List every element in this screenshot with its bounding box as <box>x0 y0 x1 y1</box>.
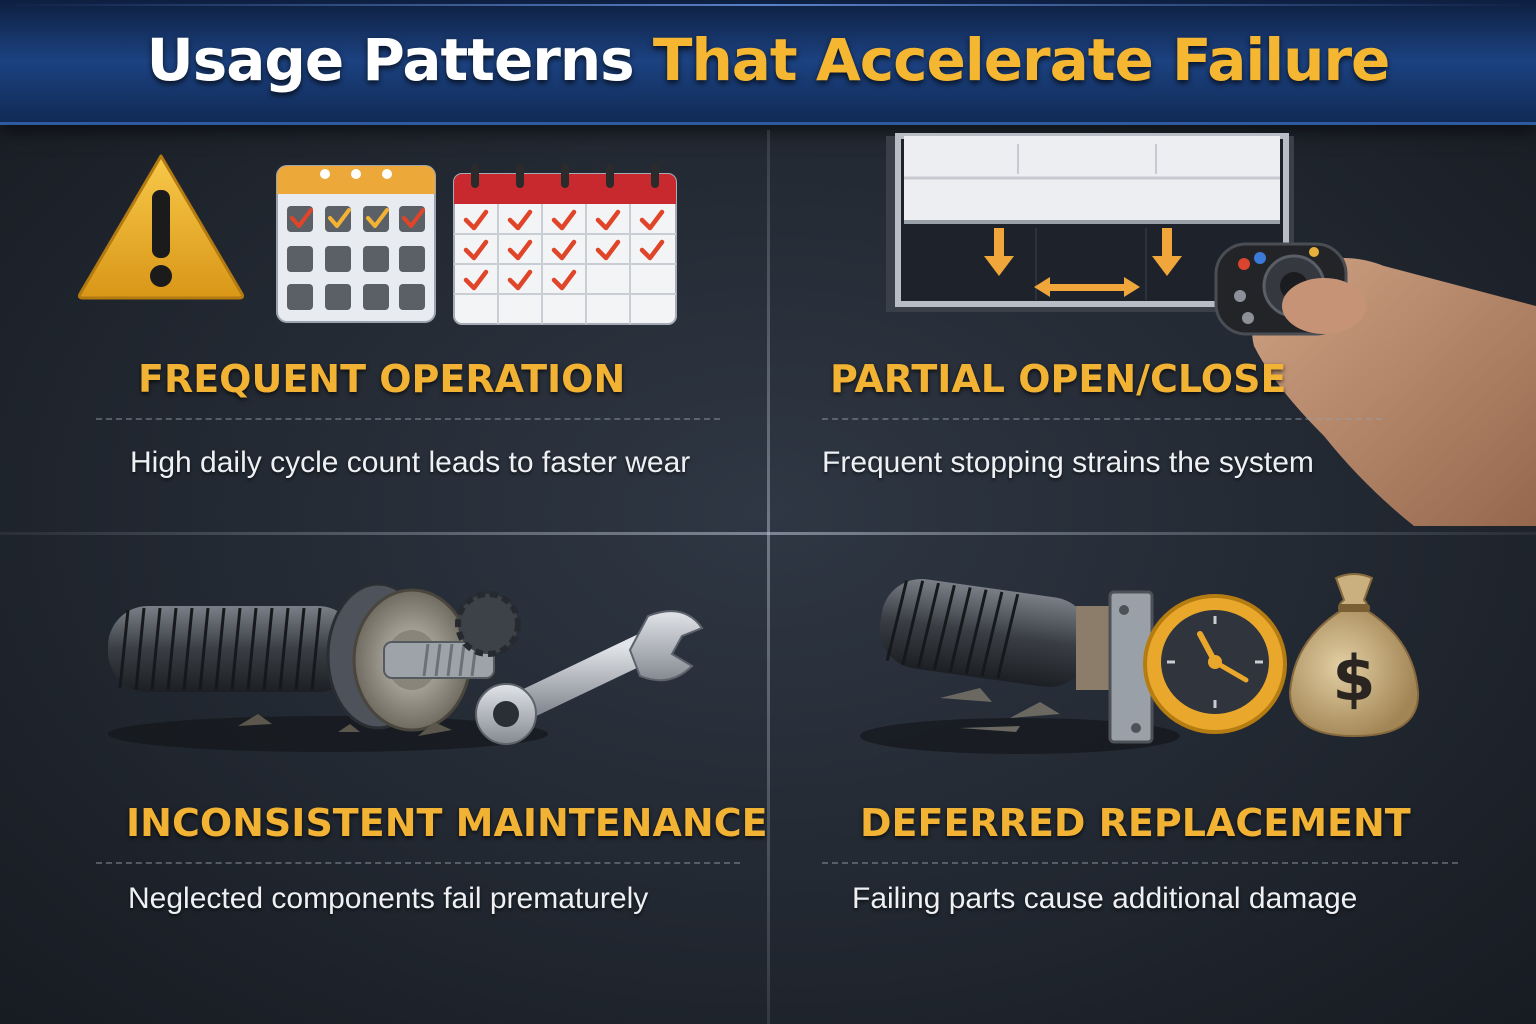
wrench-icon <box>475 610 704 745</box>
heading-rule <box>822 862 1458 864</box>
desc-deferred-replacement: Failing parts cause additional damage <box>852 882 1358 915</box>
heading-rule <box>96 418 720 420</box>
title-banner: Usage Patterns That Accelerate Failure <box>0 0 1536 125</box>
heading-frequent-operation: FREQUENT OPERATION <box>138 357 626 401</box>
svg-text:$: $ <box>1332 642 1375 715</box>
page-title: Usage Patterns That Accelerate Failure <box>0 26 1536 94</box>
heading-deferred-replacement: DEFERRED REPLACEMENT <box>860 801 1411 845</box>
spring-icon <box>860 579 1180 754</box>
title-part-yellow: That Accelerate Failure <box>652 26 1390 94</box>
calendar-icon <box>276 165 436 323</box>
desc-frequent-operation: High daily cycle count leads to faster w… <box>130 446 691 479</box>
remote-control-icon <box>1214 242 1536 526</box>
calendar-icon <box>453 164 677 325</box>
desc-partial-open-close: Frequent stopping strains the system <box>822 446 1314 479</box>
vertical-divider <box>767 130 770 1024</box>
title-part-white: Usage Patterns <box>146 26 635 94</box>
heading-partial-open-close: PARTIAL OPEN/CLOSE <box>830 357 1287 401</box>
heading-rule <box>96 862 740 864</box>
clock-icon <box>1143 594 1287 734</box>
desc-inconsistent-maintenance: Neglected components fail prematurely <box>128 882 649 915</box>
horizontal-divider <box>0 532 1536 535</box>
warning-icon <box>77 154 245 300</box>
heading-inconsistent-maintenance: INCONSISTENT MAINTENANCE <box>126 801 768 845</box>
heading-rule <box>822 418 1382 420</box>
money-bag-icon: $ <box>1288 573 1420 738</box>
spring-icon <box>108 582 548 752</box>
